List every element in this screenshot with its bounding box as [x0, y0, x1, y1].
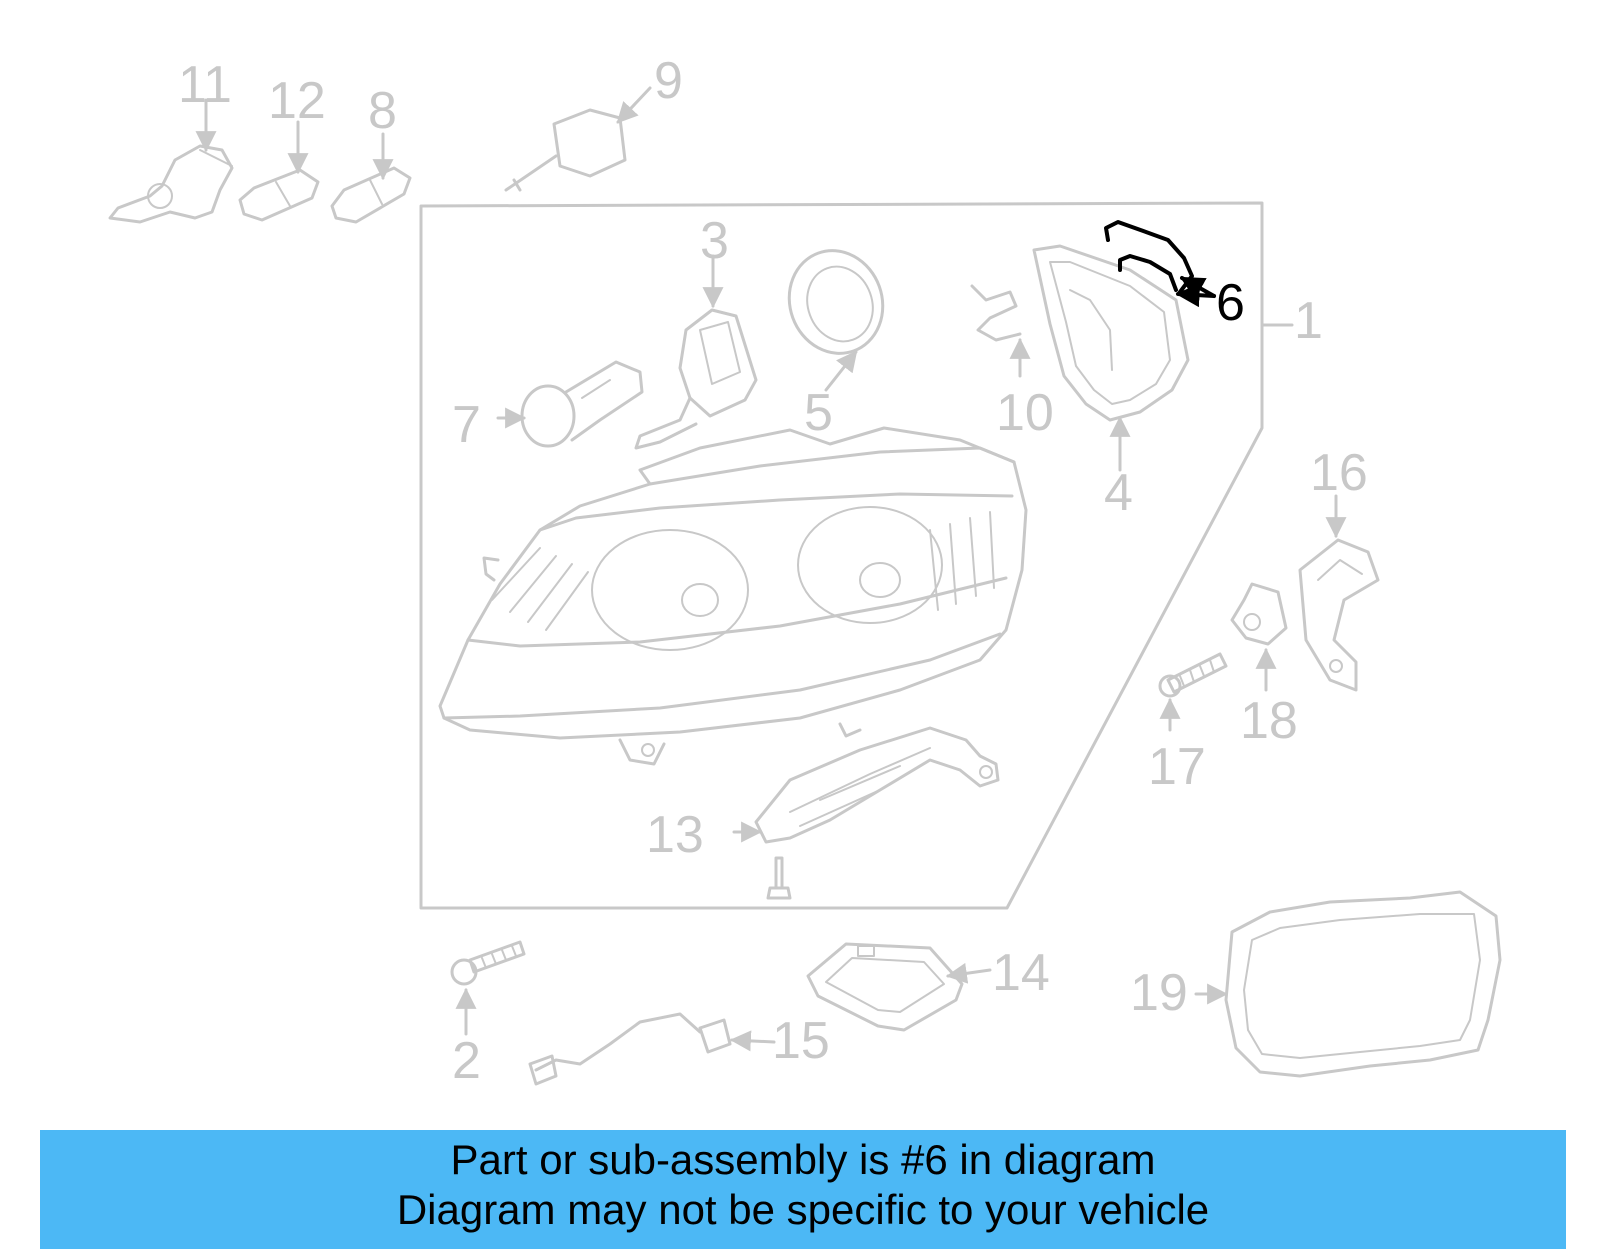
info-banner: Part or sub-assembly is #6 in diagram Di… [40, 1130, 1566, 1249]
part-15-harness [528, 1012, 776, 1086]
label-6: 6 [1216, 274, 1245, 332]
banner-disclaimer: Diagram may not be specific to your vehi… [396, 1186, 1210, 1233]
label-14: 14 [992, 944, 1050, 1002]
label-7: 7 [452, 396, 481, 454]
label-10: 10 [996, 384, 1054, 442]
part-7-socket [496, 360, 644, 448]
part-6-clips [1104, 220, 1216, 308]
headlamp-assembly [438, 426, 1028, 766]
part-8-small-bulb [330, 132, 412, 224]
part-11-bulb [108, 98, 234, 224]
part-17-bolt [1158, 652, 1228, 732]
part-3-bulb-socket [634, 254, 758, 450]
assembly-boundary [419, 201, 1264, 910]
part-13-bracket [732, 726, 1000, 844]
part-5-seal-ring [787, 249, 885, 392]
label-11: 11 [178, 56, 232, 114]
label-9: 9 [654, 52, 683, 110]
label-2: 2 [452, 1032, 481, 1090]
part-12-wedge-bulb [238, 120, 320, 222]
part-4-cover [1032, 244, 1190, 472]
label-13: 13 [646, 806, 704, 864]
label-18: 18 [1240, 692, 1298, 750]
part-14-ballast [806, 942, 992, 1032]
label-8: 8 [368, 82, 397, 140]
part-9-hid-bulb [504, 86, 652, 192]
label-12: 12 [268, 72, 326, 130]
part-19-housing [1194, 890, 1502, 1078]
label-16: 16 [1310, 444, 1368, 502]
part-16-bracket [1298, 494, 1380, 692]
part-2-bolt [450, 940, 526, 1036]
part-18-clip [1230, 582, 1288, 692]
part-10-wire-clip [970, 284, 1031, 378]
screw-13 [766, 856, 792, 900]
label-19: 19 [1130, 964, 1188, 1022]
label-4: 4 [1104, 464, 1133, 522]
label-15: 15 [772, 1012, 830, 1070]
banner-part-notice: Part or sub-assembly is #6 in diagram [450, 1136, 1156, 1183]
label-3: 3 [700, 212, 729, 270]
label-1: 1 [1294, 292, 1323, 350]
label-17: 17 [1148, 738, 1206, 796]
label-5: 5 [804, 384, 833, 442]
